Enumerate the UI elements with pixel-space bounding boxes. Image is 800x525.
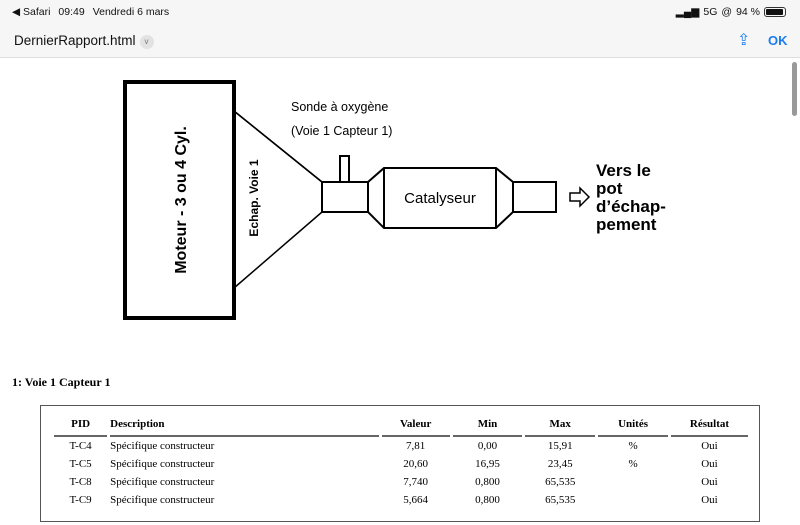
value: 20,60 [403,458,429,470]
section-title: 1: Voie 1 Capteur 1 [12,375,111,389]
value: 5,664 [403,494,429,506]
status-bar: ◀ Safari 09:49 Vendredi 6 mars ▂▄▆5G@94 % [0,0,800,24]
result: Oui [701,458,718,470]
result: Oui [701,476,718,488]
min: 0,800 [475,494,500,506]
engine-label: Moteur - 3 ou 4 Cyl. [173,126,190,274]
table-header: PID Description Valeur Min Max Unités Ré… [54,416,748,437]
exit-label-3: d’échap- [596,197,666,216]
units [598,491,668,509]
max: 23,45 [547,458,573,470]
result: Oui [701,440,718,452]
pid: T-C9 [69,494,92,506]
max: 65,535 [545,476,576,488]
value: 7,740 [403,476,429,488]
pipe-outlet [512,181,557,213]
description: Spécifique constructeur [110,440,215,452]
col-pid: PID [54,416,108,437]
min: 0,00 [477,440,498,452]
date: Vendredi 6 mars [92,6,170,18]
col-max: Max [525,416,596,437]
sensor-label-1: Sonde à oxygène [291,100,388,114]
exit-label-1: Vers le [596,161,651,180]
orientation-lock-icon: @ [721,6,733,18]
oxygen-sensor [339,155,350,183]
arrow-icon [569,186,591,208]
table-row: T-C4 Spécifique constructeur 7,81 0,00 15,91… [54,437,748,455]
max: 15,91 [547,440,573,452]
engine-box [123,80,236,320]
description: Spécifique constructeur [110,476,215,488]
table-row: T-C5 Spécifique constructeur 20,60 16,95 23,… [54,455,748,473]
title-text: DernierRapport.html [14,33,136,48]
table-row: T-C8 Spécifique constructeur 7,740 0,800 65,… [54,473,748,491]
description: Spécifique constructeur [110,458,215,470]
pid: T-C5 [69,458,92,470]
exit-label-2: pot [596,179,623,198]
description: Spécifique constructeur [110,494,215,506]
table-row: T-C9 Spécifique constructeur 5,664 0,800 65,… [54,491,748,509]
catalyst-label: Catalyseur [404,190,476,207]
units [598,473,668,491]
max: 65,535 [545,494,576,506]
ok-button[interactable]: OK [768,33,788,48]
results-table-box: PID Description Valeur Min Max Unités Ré… [40,405,760,522]
manifold-label: Echap. Voie 1 [247,159,261,236]
battery-icon [764,7,786,17]
min: 0,800 [475,476,500,488]
chevron-down-icon[interactable]: v [139,35,154,49]
col-value: Valeur [381,416,450,437]
signal-icon: ▂▄▆ [675,6,700,18]
min: 16,95 [475,458,500,470]
pid: T-C8 [69,476,92,488]
back-to-safari[interactable]: ◀ Safari [12,6,51,18]
exhaust-diagram: Moteur - 3 ou 4 Cyl. Echap. Voie 1 Sonde… [123,80,666,320]
battery-percent: 94 % [736,6,760,18]
value: 7,81 [406,440,426,452]
sensor-label-2: (Voie 1 Capteur 1) [291,124,392,138]
results-table: PID Description Valeur Min Max Unités Ré… [51,416,751,509]
share-icon[interactable]: ⇪ [737,32,751,49]
time: 09:49 [58,6,85,18]
col-min: Min [452,416,523,437]
scrollbar[interactable] [792,62,797,116]
pipe-inlet [321,181,369,213]
pid: T-C4 [69,440,92,452]
col-description: Description [110,416,379,437]
exit-label-4: pement [596,215,657,234]
units: % [628,458,638,470]
col-units: Unités [598,416,668,437]
units: % [628,440,638,452]
col-result: Résultat [670,416,748,437]
network: 5G [703,6,718,18]
result: Oui [701,494,718,506]
